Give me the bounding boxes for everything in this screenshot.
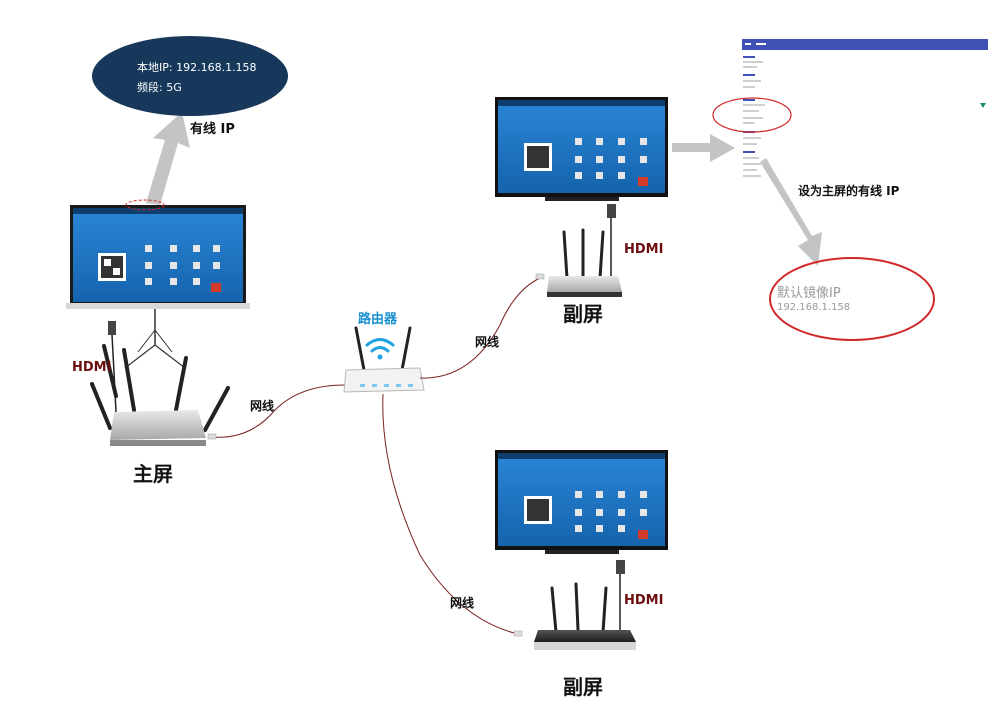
cable-sub-bottom-label: 网线 — [450, 596, 475, 610]
set-main-wired-ip-label: 设为主屏的有线 IP — [798, 184, 900, 198]
sub-screen-top-label: 副屏 — [563, 302, 603, 326]
sub-display-top — [495, 97, 668, 218]
mirror-ip-title: 默认镜像IP — [777, 286, 841, 301]
mirror-ip-value: 192.168.1.158 — [777, 302, 851, 313]
mirror-ip-ellipse — [769, 257, 935, 341]
cable-main-router — [211, 384, 346, 438]
bubble-ip-text: 本地IP: 192.168.1.158 — [137, 61, 257, 74]
main-display — [66, 205, 250, 369]
router-label: 路由器 — [358, 312, 398, 327]
sub-box-bottom — [534, 574, 636, 650]
hdmi-sub-bottom-label: HDMI — [624, 593, 664, 608]
hdmi-main-label: HDMI — [72, 360, 112, 375]
bubble-band-text: 频段: 5G — [137, 81, 182, 94]
arrow-main-to-bubble — [146, 112, 190, 205]
wifi-icon — [365, 338, 395, 353]
local-ip-bubble — [92, 36, 288, 116]
settings-ip-highlight — [712, 97, 792, 133]
main-box — [90, 321, 230, 446]
sub-display-bottom — [495, 450, 668, 574]
cable-main-label: 网线 — [250, 399, 275, 413]
arrow-settings-to-mirror-ip — [760, 158, 822, 266]
hdmi-sub-top-label: HDMI — [624, 242, 664, 257]
wired-ip-label: 有线 IP — [190, 122, 235, 137]
cable-router-sub-bottom — [382, 393, 519, 635]
cable-router-sub-top — [419, 277, 541, 379]
arrow-sub-to-settings — [672, 134, 735, 162]
main-ip-highlight — [125, 199, 165, 211]
router — [343, 326, 425, 393]
cable-sub-top-label: 网线 — [475, 335, 500, 349]
main-screen-label: 主屏 — [133, 462, 173, 486]
sub-box-top — [547, 218, 622, 297]
settings-screenshot — [742, 39, 988, 177]
sub-screen-bottom-label: 副屏 — [563, 675, 603, 699]
